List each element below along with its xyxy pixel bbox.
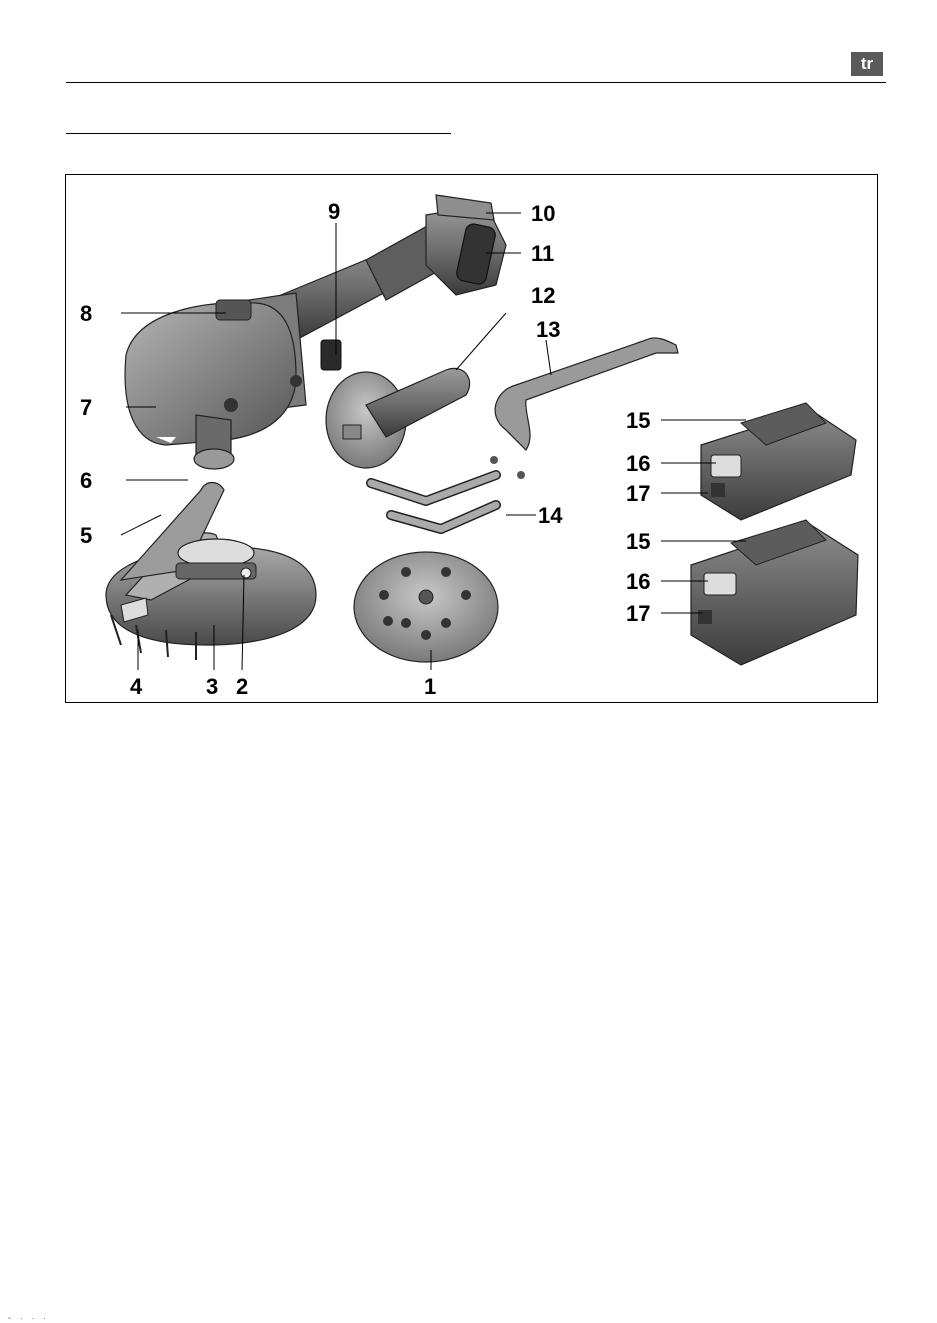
callout-1: 1 — [424, 674, 436, 699]
footer-marks: ᵕ · · · — [8, 1313, 49, 1323]
callout-6: 6 — [80, 468, 92, 493]
callout-17-large-battery: 17 — [626, 601, 650, 626]
callout-16-small-battery: 16 — [626, 451, 650, 476]
auxiliary-handle — [326, 368, 470, 468]
callout-4: 4 — [130, 674, 143, 699]
section-rule — [66, 133, 451, 134]
callout-17-small-battery: 17 — [626, 481, 650, 506]
callout-10: 10 — [531, 201, 555, 226]
callout-14: 14 — [538, 503, 563, 528]
battery-small — [701, 403, 856, 520]
battery-large — [691, 520, 858, 665]
callout-2: 2 — [236, 674, 248, 699]
backing-pad — [354, 552, 498, 662]
callout-13: 13 — [536, 317, 560, 342]
callout-15-large-battery: 15 — [626, 529, 650, 554]
callout-3: 3 — [206, 674, 218, 699]
callout-5: 5 — [80, 523, 92, 548]
callout-16-large-battery: 16 — [626, 569, 650, 594]
callout-12: 12 — [531, 283, 555, 308]
callout-15-small-battery: 15 — [626, 408, 650, 433]
grinder — [125, 195, 506, 469]
language-badge: tr — [851, 52, 883, 76]
callout-7: 7 — [80, 395, 92, 420]
product-illustration: 1 2 3 4 5 6 7 8 9 10 11 12 13 14 15 16 1… — [66, 175, 877, 702]
header-rule — [66, 82, 886, 83]
hex-keys — [371, 475, 496, 529]
callout-8: 8 — [80, 301, 92, 326]
callout-9: 9 — [328, 199, 340, 224]
callout-11: 11 — [531, 241, 554, 266]
product-figure: 1 2 3 4 5 6 7 8 9 10 11 12 13 14 15 16 1… — [65, 174, 878, 703]
